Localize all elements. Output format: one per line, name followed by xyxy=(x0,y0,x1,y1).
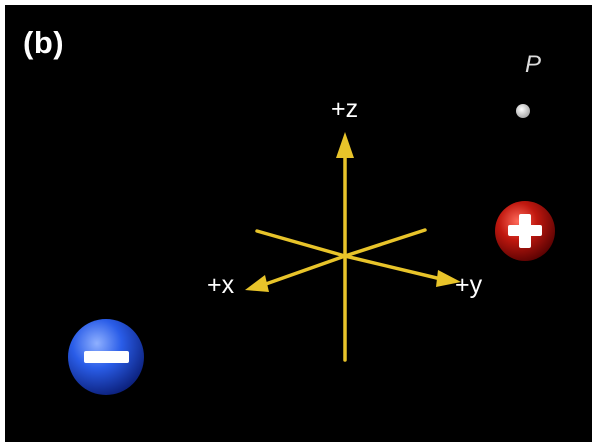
x-axis xyxy=(261,254,347,287)
scene-3d: +z +x +y P (b) xyxy=(5,5,592,442)
back-axis-line-left xyxy=(255,229,347,258)
minus-sign xyxy=(84,351,129,363)
z-axis-label: +z xyxy=(331,95,358,123)
point-p-label: P xyxy=(525,51,541,78)
back-axis-line-right xyxy=(343,228,427,258)
y-arrowhead xyxy=(436,270,461,287)
y-axis xyxy=(343,254,443,281)
point-p xyxy=(516,104,530,118)
axes-group xyxy=(255,151,443,362)
plus-sign-vertical xyxy=(519,214,531,248)
y-axis-label: +y xyxy=(455,271,483,299)
x-arrowhead xyxy=(245,275,269,292)
z-arrowhead xyxy=(336,132,354,158)
x-axis-label: +x xyxy=(207,271,235,299)
negative-charge xyxy=(68,319,144,395)
scene-svg: +z +x +y P xyxy=(68,51,555,395)
positive-charge xyxy=(495,201,555,261)
panel-label: (b) xyxy=(23,25,65,60)
